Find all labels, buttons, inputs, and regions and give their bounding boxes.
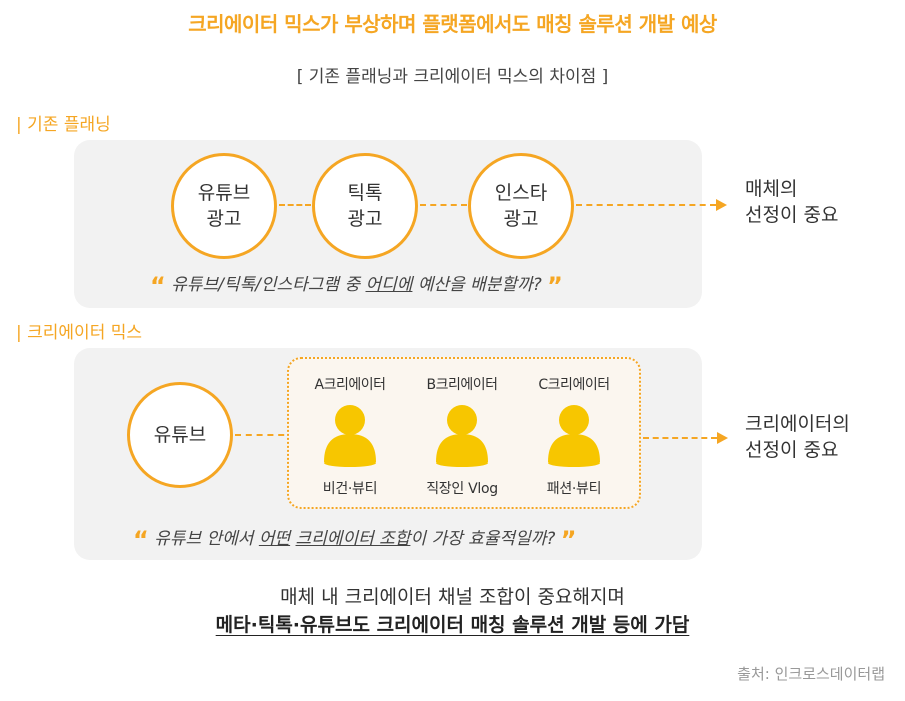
quote-text: 유튜브/틱톡/인스타그램 중 xyxy=(171,275,366,295)
circle-youtube-platform: 유튜브 xyxy=(127,382,233,488)
creator-tag: 비건·뷰티 xyxy=(322,481,378,497)
arrow-line xyxy=(643,437,717,439)
arrow-head-icon xyxy=(717,432,728,444)
result-line1: 매체의 xyxy=(745,178,798,200)
quote-text: 유튜브 안에서 xyxy=(154,529,259,549)
creator-name: A크리에이터 xyxy=(314,377,386,393)
section-label-mix: | 크리에이터 믹스 xyxy=(16,323,143,343)
person-icon xyxy=(548,405,600,467)
creator-tag: 패션·뷰티 xyxy=(546,481,602,497)
source-note: 출처: 인크로스데이터랩 xyxy=(737,665,885,683)
quote-mix: “ 유튜브 안에서 어떤 크리에이터 조합이 가장 효율적일까? ” xyxy=(133,524,577,554)
quote-text: 이 가장 효율적일까? xyxy=(410,529,556,549)
creator-name: B크리에이터 xyxy=(426,377,498,393)
connector-line xyxy=(279,204,311,206)
section-label-existing: | 기존 플래닝 xyxy=(16,115,111,135)
circle-line1: 틱톡 xyxy=(347,182,383,204)
circle-line1: 인스타 xyxy=(494,182,548,204)
quote-close-icon: ” xyxy=(560,526,577,554)
conclusion-line2: 메타·틱톡·유튜브도 크리에이터 매칭 솔루션 개발 등에 가담 xyxy=(0,610,905,637)
page-subtitle: [ 기존 플래닝과 크리에이터 믹스의 차이점 ] xyxy=(296,67,609,87)
quote-emphasis: 어떤 xyxy=(258,529,291,549)
connector-line xyxy=(420,204,467,206)
quote-emphasis: 어디에 xyxy=(365,275,413,295)
page-title: 크리에이터 믹스가 부상하며 플랫폼에서도 매칭 솔루션 개발 예상 xyxy=(188,12,717,36)
result-line2: 선정이 중요 xyxy=(745,204,839,226)
creator-b: B크리에이터 직장인 Vlog xyxy=(407,374,517,498)
result-mix: 크리에이터의 선정이 중요 xyxy=(745,411,850,463)
circle-line2: 광고 xyxy=(347,208,383,230)
circle-line1: 유튜브 xyxy=(197,182,251,204)
creator-name: C크리에이터 xyxy=(538,377,610,393)
arrow-head-icon xyxy=(716,199,727,211)
conclusion-line1: 매체 내 크리에이터 채널 조합이 중요해지며 xyxy=(280,586,625,608)
conclusion-emphasis: 메타·틱톡·유튜브도 크리에이터 매칭 솔루션 개발 등에 가담 xyxy=(215,614,690,636)
arrow-line xyxy=(576,204,716,206)
person-icon xyxy=(436,405,488,467)
creator-tag: 직장인 Vlog xyxy=(426,481,498,497)
result-existing: 매체의 선정이 중요 xyxy=(745,176,838,228)
circle-line1: 유튜브 xyxy=(153,424,207,446)
result-line1: 크리에이터의 xyxy=(745,413,850,435)
result-line2: 선정이 중요 xyxy=(745,439,839,461)
quote-existing: “ 유튜브/틱톡/인스타그램 중 어디에 예산을 배분할까? ” xyxy=(150,270,563,300)
creator-a: A크리에이터 비건·뷰티 xyxy=(295,374,405,498)
quote-text: 예산을 배분할까? xyxy=(412,275,542,295)
quote-emphasis: 크리에이터 조합 xyxy=(295,529,411,549)
person-icon xyxy=(324,405,376,467)
quote-open-icon: “ xyxy=(133,526,149,554)
creator-c: C크리에이터 패션·뷰티 xyxy=(519,374,629,498)
arrow-line xyxy=(235,434,295,436)
circle-line2: 광고 xyxy=(206,208,242,230)
circle-line2: 광고 xyxy=(503,208,539,230)
quote-close-icon: ” xyxy=(547,272,563,300)
quote-open-icon: “ xyxy=(150,272,166,300)
